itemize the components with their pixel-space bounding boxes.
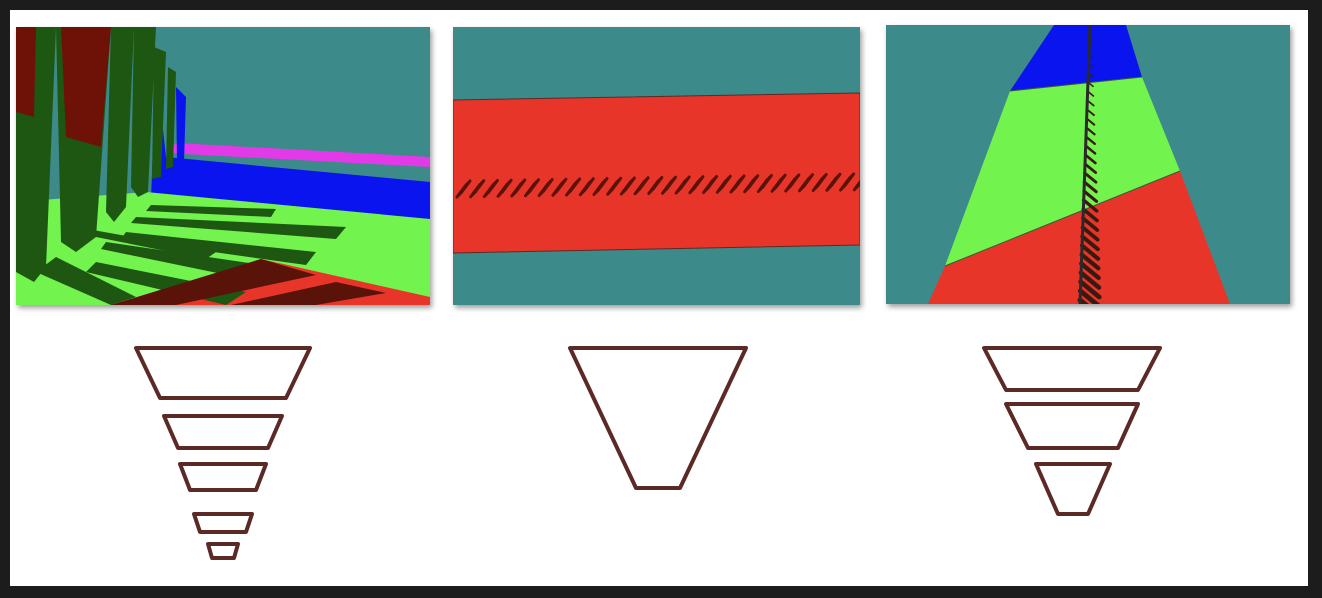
frustum-level-1	[134, 346, 312, 400]
red-region	[928, 171, 1230, 304]
plant-mark	[1082, 180, 1098, 194]
perspective-render	[886, 25, 1290, 304]
row-line	[1078, 25, 1092, 304]
plant-mark	[637, 176, 650, 192]
plant-mark	[733, 174, 746, 190]
plant-mark	[692, 175, 705, 191]
ground-view-render	[16, 27, 430, 305]
top-down-render	[453, 27, 860, 305]
green-region	[945, 77, 1180, 266]
plant-mark	[747, 174, 760, 190]
plant-mark	[514, 178, 527, 194]
plant-mark	[774, 173, 787, 189]
frustum-level-2	[162, 414, 284, 450]
figure	[10, 10, 1308, 586]
plant-mark	[459, 179, 472, 195]
plant-mark	[569, 177, 582, 193]
plant-mark	[1079, 243, 1101, 261]
plant-mark	[1078, 279, 1102, 300]
plant-mark	[1079, 252, 1101, 271]
plant-mark	[1084, 135, 1096, 146]
plant-mark	[610, 176, 623, 192]
plant-mark	[541, 178, 554, 193]
plant-mark	[1083, 171, 1098, 184]
plant-mark	[1077, 297, 1089, 304]
top-down-view-panel	[453, 27, 860, 305]
plant-mark	[1080, 225, 1100, 242]
plant-mark	[596, 177, 609, 192]
plant-mark	[678, 175, 691, 191]
plant-mark	[815, 173, 828, 188]
plant-mark	[1082, 189, 1099, 203]
plant-mark	[788, 173, 801, 189]
plant-mark	[623, 176, 636, 192]
plant-mark	[719, 174, 732, 190]
perspective-view-panel	[886, 25, 1290, 304]
plant-mark	[829, 172, 842, 188]
plant-mark	[1081, 207, 1099, 223]
plant-mark	[473, 179, 486, 195]
plant-mark	[582, 177, 595, 193]
frustum-stack-1-level	[568, 346, 748, 490]
plant-mark	[856, 180, 860, 188]
plant-mark	[528, 178, 540, 194]
blue-region	[1010, 25, 1142, 91]
plant-mark	[843, 172, 856, 188]
frustum-level-3	[178, 462, 268, 492]
plant-mark	[651, 176, 664, 191]
plant-mark	[1080, 234, 1100, 252]
plant-mark	[665, 175, 677, 191]
plant-mark	[1078, 270, 1102, 290]
plant-mark	[1081, 216, 1100, 232]
plant-mark	[486, 179, 499, 194]
frustum-level-1	[982, 346, 1162, 392]
frustum-level-1	[568, 346, 748, 490]
frustum-level-5	[206, 542, 240, 560]
ground-view-panel	[16, 27, 430, 305]
frustum-stack-3-levels	[982, 346, 1162, 516]
frustum-level-2	[1004, 402, 1140, 450]
plant-mark	[555, 177, 568, 193]
plant-row	[455, 172, 860, 199]
plant-mark	[1081, 198, 1099, 213]
plant-mark	[1084, 153, 1097, 165]
plant-mark	[1079, 261, 1101, 281]
trees	[16, 27, 186, 282]
plant-mark	[1077, 288, 1101, 304]
frustum-level-3	[1034, 462, 1112, 516]
plant-mark	[1084, 144, 1097, 155]
magenta-region	[166, 143, 430, 167]
shadow-on-red	[111, 259, 386, 305]
red-strip	[453, 92, 860, 254]
plant-mark	[802, 173, 814, 189]
plant-mark	[706, 175, 719, 190]
frustum-level-4	[192, 512, 254, 534]
plant-mark	[760, 174, 773, 189]
frustum-stack-5-levels	[134, 346, 312, 560]
plant-mark	[500, 178, 513, 194]
blue-region	[151, 67, 430, 219]
plant-mark	[1083, 162, 1098, 174]
